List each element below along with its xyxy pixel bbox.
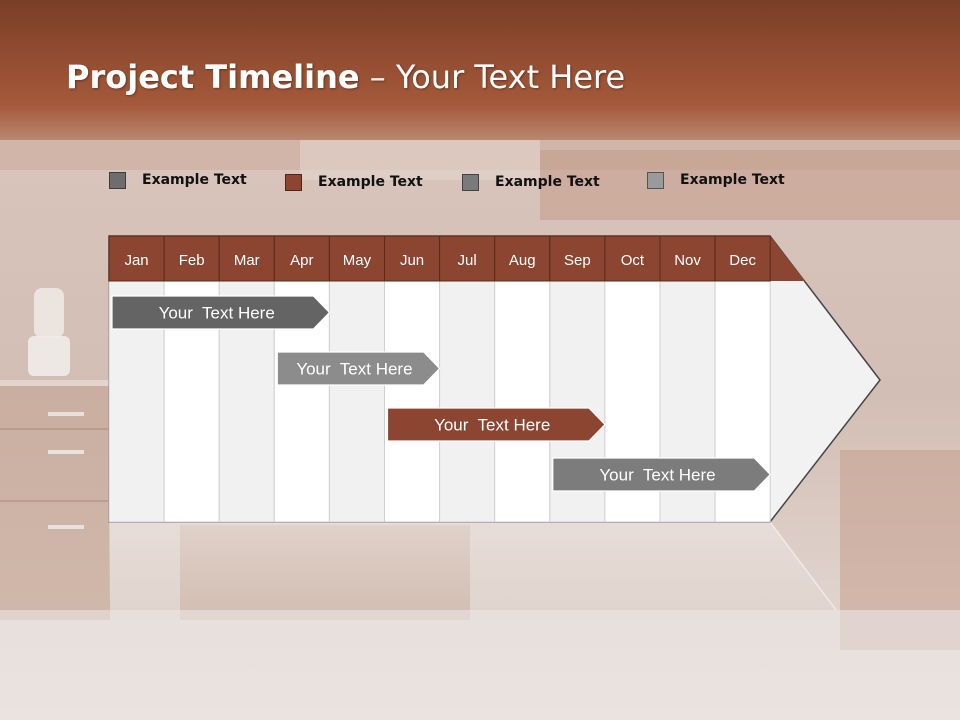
task-arrow-3: Your Text Here [386,407,606,442]
legend-label-2: Example Text [318,174,423,190]
month-label-dec: Dec [729,252,756,269]
month-cell-may [328,235,385,282]
month-label-jun: Jun [400,252,424,269]
reflection-edge [769,521,837,611]
legend-swatch-4 [647,171,664,189]
month-column-may [328,280,385,523]
month-label-apr: Apr [290,252,313,269]
task-arrow-4: Your Text Here [552,457,772,492]
task-arrow-1: Your Text Here [111,295,331,330]
month-header: Jan Feb Mar Apr May Jun Jul Aug Sep Oct Nov Dec [108,235,771,282]
timeline-reflection [109,522,836,610]
header-arrow-tip [770,236,805,281]
month-cell-oct [604,235,661,282]
month-label-jan: Jan [124,252,148,269]
month-label-mar: Mar [234,252,260,269]
task-arrow-2: Your Text Here [276,351,441,386]
month-cell-nov [659,235,716,282]
task-label-3: Your Text Here [434,416,550,435]
task-arrow-shape-2 [276,351,441,386]
legend-swatch-3 [462,173,479,191]
task-arrow-shape-1 [111,295,331,330]
month-cell-jan [108,235,165,282]
month-label-may: May [343,252,372,269]
month-label-oct: Oct [621,252,645,269]
month-label-nov: Nov [674,252,701,269]
month-label-jul: Jul [458,252,477,269]
legend-item-1: Example Text [109,170,247,190]
legend-label-3: Example Text [495,174,600,190]
month-cell-mar [218,235,275,282]
legend-swatch-1 [109,171,126,189]
month-cell-aug [494,235,551,282]
month-column-aug [494,280,551,523]
legend-swatch-2 [285,173,302,191]
month-label-sep: Sep [564,252,591,269]
legend-item-3: Example Text [462,172,600,192]
legend-item-4: Example Text [647,170,785,190]
month-label-feb: Feb [179,252,205,269]
month-column-jun [384,280,441,523]
page-title: Project Timeline – Your Text Here [66,58,626,96]
month-cell-sep [549,235,606,282]
task-label-1: Your Text Here [159,304,275,323]
legend-label-1: Example Text [142,172,247,188]
month-cell-feb [163,235,220,282]
task-label-2: Your Text Here [296,360,412,379]
month-label-aug: Aug [509,252,536,269]
legend-label-4: Example Text [680,172,785,188]
task-arrow-shape-4 [552,457,772,492]
task-label-4: Your Text Here [599,466,715,485]
month-column-jul [439,280,496,523]
legend-item-2: Example Text [285,172,423,192]
task-arrow-shape-3 [386,407,606,442]
month-cell-dec [714,235,771,282]
